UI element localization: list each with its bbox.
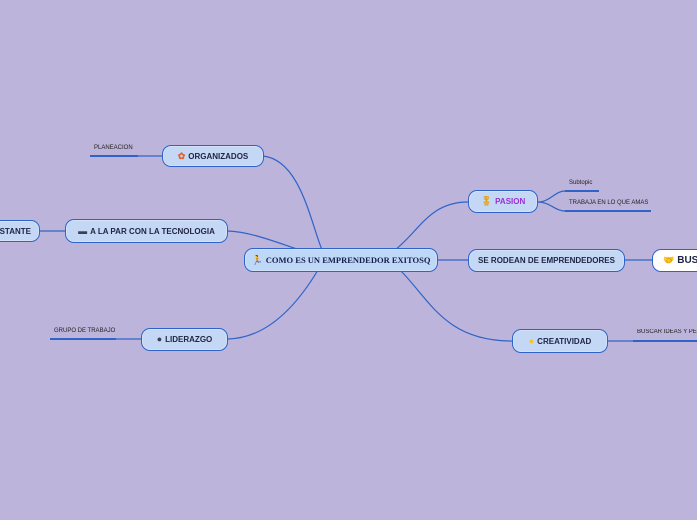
leaf-subtopic[interactable]: Subtopic: [569, 180, 593, 186]
topic-creatividad-label: CREATIVIDAD: [537, 336, 592, 346]
lightbulb-icon: ●: [528, 335, 535, 346]
leaf-grupo-underline: [50, 338, 116, 340]
leaf-grupo-de-trabajo[interactable]: GRUPO DE TRABAJO: [54, 328, 116, 334]
leaf-planeacion-underline: [90, 155, 138, 157]
person-running-icon: 🏃: [251, 254, 263, 265]
topic-bus-label: BUS: [677, 255, 697, 266]
leaf-subtopic-underline: [565, 190, 599, 192]
topic-organizados-label: ORGANIZADOS: [188, 151, 249, 161]
leaf-trabaja[interactable]: TRABAJA EN LO QUE AMAS: [569, 200, 649, 206]
topic-bus[interactable]: 🤝 BUS: [652, 249, 697, 272]
topic-tecnologia-label: A LA PAR CON LA TECNOLOGIA: [90, 226, 215, 236]
topic-creatividad[interactable]: ● CREATIVIDAD: [512, 329, 608, 353]
topic-liderazgo[interactable]: ● LIDERAZGO: [141, 328, 228, 351]
medal-icon: 🎖: [480, 196, 493, 206]
handshake-icon: 🤝: [663, 255, 675, 265]
central-topic[interactable]: 🏃 COMO ES UN EMPRENDEDOR EXITOSQ: [244, 248, 438, 272]
central-topic-label: COMO ES UN EMPRENDEDOR EXITOSQ: [265, 255, 431, 265]
topic-rodean[interactable]: SE RODEAN DE EMPRENDEDORES: [468, 249, 625, 272]
leaf-buscar-ideas[interactable]: BUSCAR IDEAS Y PER: [637, 329, 697, 335]
computer-icon: ▬: [78, 225, 88, 236]
leaf-trabaja-underline: [565, 210, 651, 212]
leaf-buscar-underline: [633, 340, 697, 342]
topic-stante-label: STANTE: [0, 226, 31, 236]
gear-orange-icon: ✿: [177, 150, 186, 161]
leaf-planeacion[interactable]: PLANEACION: [94, 145, 133, 151]
topic-stante[interactable]: STANTE: [0, 220, 40, 242]
topic-tecnologia[interactable]: ▬ A LA PAR CON LA TECNOLOGIA: [65, 219, 228, 243]
topic-liderazgo-label: LIDERAZGO: [165, 335, 213, 344]
topic-rodean-label: SE RODEAN DE EMPRENDEDORES: [478, 256, 615, 265]
topic-pasion-label: PASION: [495, 197, 526, 206]
speaker-head-icon: ●: [156, 334, 163, 344]
topic-pasion[interactable]: 🎖 PASION: [468, 190, 538, 213]
topic-organizados[interactable]: ✿ ORGANIZADOS: [162, 145, 264, 167]
